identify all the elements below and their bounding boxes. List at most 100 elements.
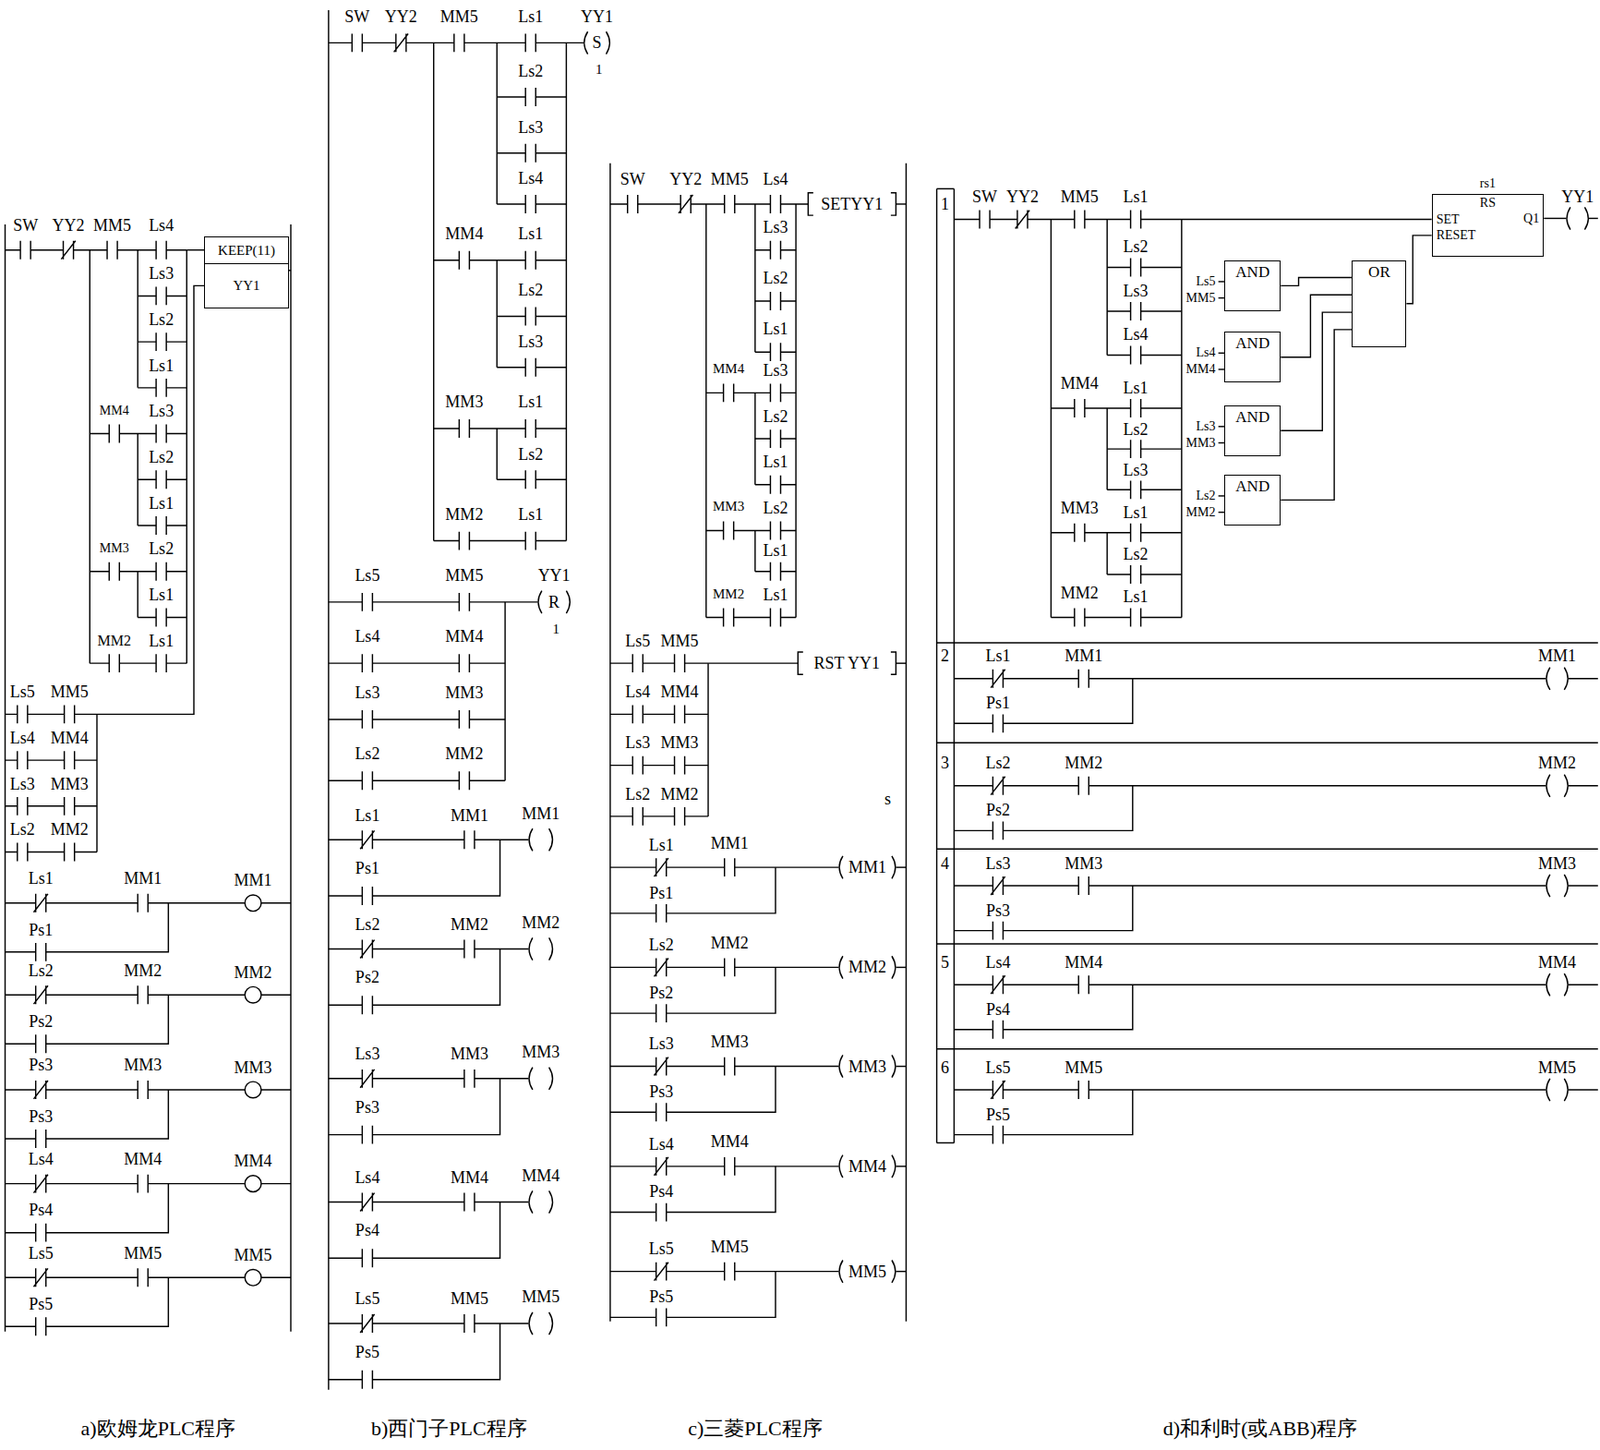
contact-label: Ls1: [517, 8, 544, 25]
contact-label: Ls1: [648, 836, 675, 854]
contact-gap: [656, 1203, 667, 1222]
contact-symbol: [458, 251, 470, 270]
contact-bars: [464, 939, 475, 959]
contact-label: MM3: [98, 541, 131, 555]
contact-bars: [458, 251, 470, 270]
coil-symbol: [244, 1081, 262, 1098]
contact-symbol: [769, 240, 781, 260]
contact-bars: [36, 1034, 47, 1053]
ladder-wire: [289, 224, 291, 1332]
coil-symbol: [529, 1311, 553, 1335]
contact-label: Ls2: [353, 915, 381, 933]
ladder-wire: [610, 1271, 776, 1318]
contact-bars: [632, 806, 643, 826]
contact-symbol: [632, 653, 643, 673]
contact-symbol: [458, 531, 470, 551]
contact-label: Ps4: [985, 1000, 1011, 1018]
contact-symbol: [992, 921, 1003, 940]
ladder-wire: [610, 764, 709, 766]
contact-symbol: [656, 1307, 667, 1326]
contact-bars: [674, 653, 686, 673]
contact-gap: [156, 240, 167, 260]
contact-label: MM4: [1063, 953, 1104, 971]
text-label: MM2: [1537, 754, 1577, 771]
contact-gap: [64, 750, 75, 770]
contact-gap: [36, 942, 47, 962]
contact-bars: [1015, 210, 1030, 229]
contact-bars: [1130, 523, 1142, 542]
contact-symbol: [64, 842, 75, 862]
contact-symbol: [17, 704, 28, 723]
contact-bars: [525, 469, 536, 489]
logic-gate: AND: [1224, 331, 1281, 383]
contact-label: Ls2: [353, 745, 381, 762]
contact-gap: [464, 1069, 475, 1088]
contact-symbol: [33, 985, 48, 1004]
contact-gap: [1078, 669, 1089, 688]
ladder-wire: [895, 866, 906, 867]
contact-symbol: [137, 1267, 148, 1287]
contact-symbol: [990, 669, 1005, 688]
contact-bars: [394, 33, 409, 52]
contact-bars: [108, 653, 120, 673]
contact-gap: [1074, 398, 1085, 418]
ladder-wire: [1218, 494, 1226, 496]
contact-symbol: [769, 342, 781, 361]
text-label: d)和利时(或ABB)程序: [1162, 1418, 1359, 1439]
contact-bars: [990, 974, 1005, 994]
ladder-wire: [1588, 217, 1599, 219]
contact-gap: [17, 842, 28, 862]
contact-bars: [64, 750, 75, 770]
contact-bars: [656, 1203, 667, 1222]
contact-bars: [656, 1003, 667, 1023]
pin-label: MM3: [1185, 436, 1217, 450]
contact-label: Ps3: [354, 1098, 381, 1116]
text-label: MM1: [520, 805, 561, 822]
contact-label: MM3: [1063, 854, 1104, 872]
contact-label: Ls2: [517, 62, 544, 80]
contact-bars: [992, 1020, 1003, 1039]
contact-label: Ls3: [517, 119, 544, 136]
node-text: rs1: [1479, 177, 1496, 191]
contact-symbol: [360, 830, 374, 849]
contact-bars: [454, 33, 465, 52]
ladder-wire: [754, 392, 756, 484]
contact-symbol: [361, 1125, 373, 1144]
contact-symbol: [1078, 876, 1089, 895]
contact-label: Ls1: [1122, 188, 1150, 205]
contact-bars: [361, 709, 373, 729]
contact-label: MM5: [660, 632, 700, 650]
contact-symbol: [678, 194, 693, 214]
text-label: 1: [939, 195, 951, 213]
contact-symbol: [724, 194, 735, 214]
contact-symbol: [724, 1156, 735, 1176]
contact-label: Ps4: [27, 1201, 54, 1218]
contact-label: MM4: [660, 683, 700, 700]
contact-symbol: [458, 770, 470, 790]
contact-bars: [525, 419, 536, 438]
contact-bars: [992, 1125, 1003, 1144]
pin-label: Ls5: [1194, 275, 1216, 289]
contact-symbol: [361, 770, 373, 790]
contact-label: MM5: [49, 683, 90, 700]
contact-label: YY2: [51, 216, 86, 234]
contact-symbol: [990, 1080, 1005, 1099]
contact-bars: [156, 469, 167, 489]
contact-label: Ls2: [1122, 238, 1150, 255]
contact-symbol: [525, 469, 536, 489]
contact-gap: [656, 1102, 667, 1121]
contact-bars: [632, 756, 643, 775]
contact-label: Ls2: [1122, 421, 1150, 438]
contact-gap: [361, 886, 373, 905]
ladder-wire: [953, 983, 1546, 985]
contact-label: Ls4: [517, 169, 544, 187]
contact-label: Ls4: [1122, 325, 1150, 343]
contact-label: Ls2: [761, 408, 789, 425]
ladder-wire: [953, 785, 1132, 831]
contact-symbol: [108, 424, 120, 444]
ladder-wire: [328, 601, 506, 602]
contact-gap: [525, 358, 536, 377]
coil-group: [244, 894, 262, 1286]
contact-bars: [36, 1129, 47, 1148]
